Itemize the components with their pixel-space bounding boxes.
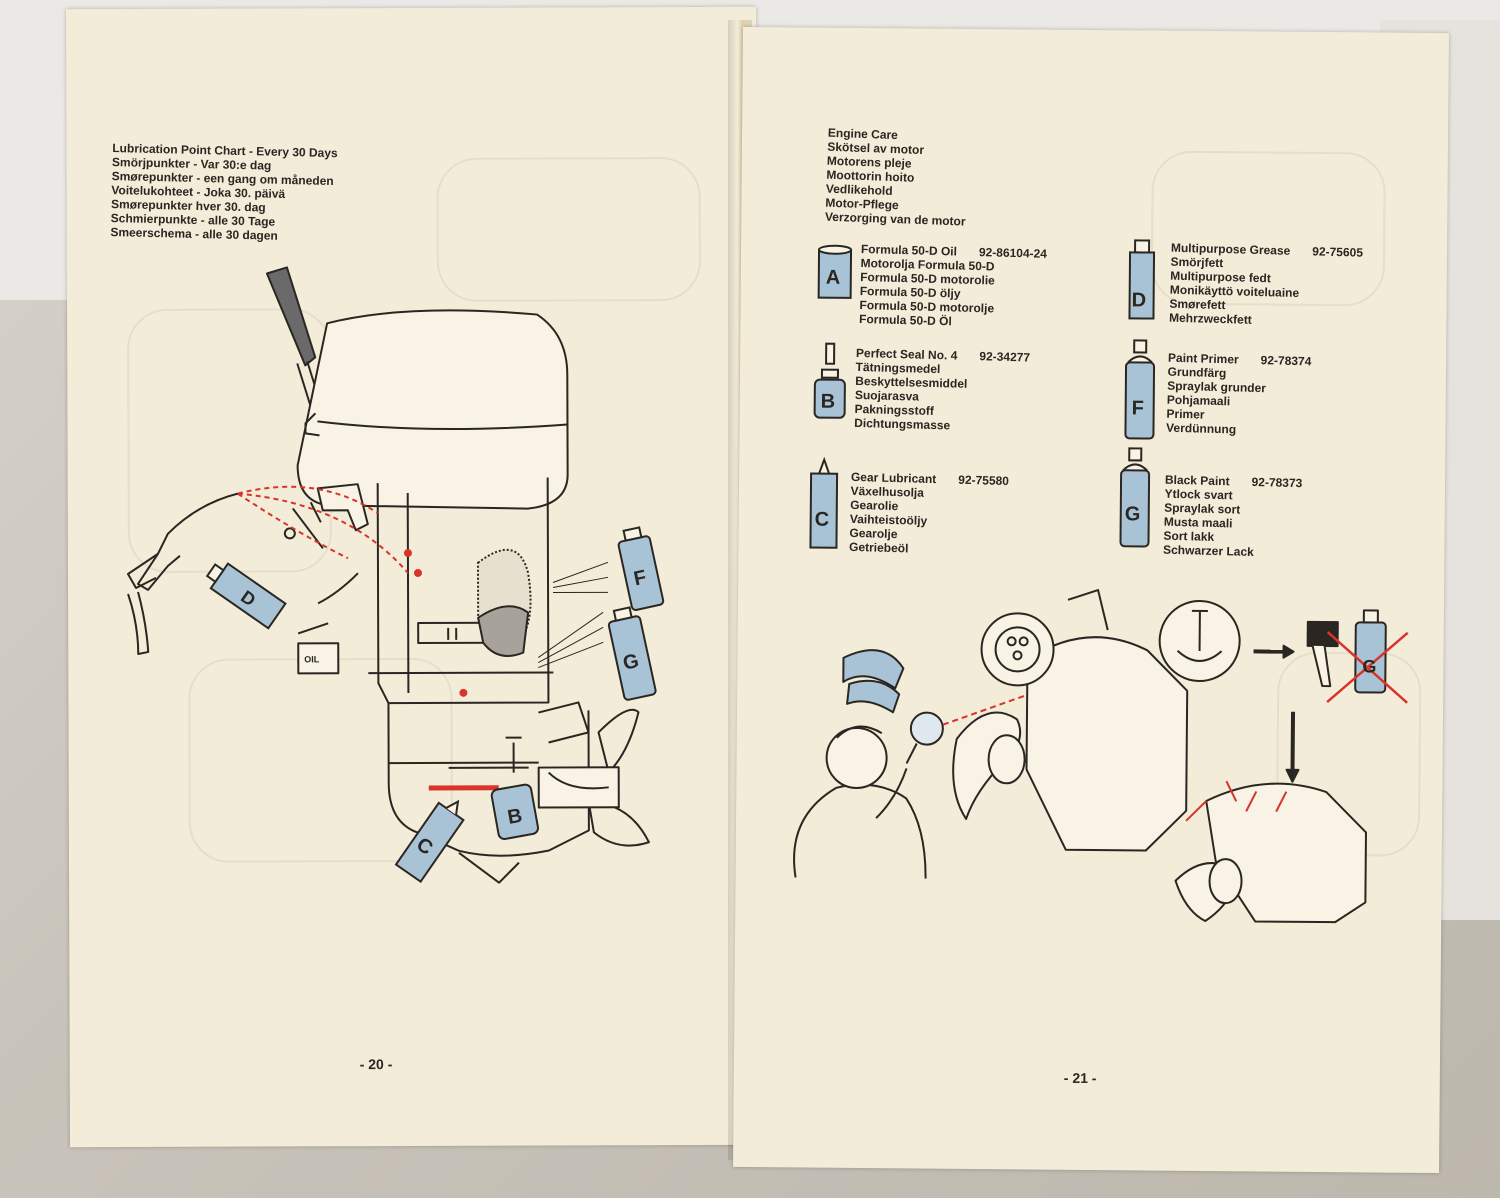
crossed-spray-label: G (1362, 656, 1376, 676)
product-a-can-icon: A (817, 244, 853, 299)
product-d-part: 92-75605 (1312, 244, 1364, 260)
diagram-label-oil: OIL (304, 654, 320, 664)
product-c-tube-icon: C (809, 456, 839, 549)
product-c-part: 92-75580 (958, 472, 1010, 489)
outboard-motor-diagram: D OIL F G C B (126, 266, 665, 884)
product-f-letter: F (1132, 397, 1144, 419)
diagram-label-f: F (632, 566, 649, 590)
product-b-part: 92-34277 (979, 349, 1031, 365)
page-number-left: - 20 - (359, 1056, 393, 1073)
product-b-letter: B (821, 391, 836, 413)
product-b-bottle-icon: B (813, 342, 846, 419)
product-d-letter: D (1132, 289, 1147, 311)
product-f-spray-icon: F (1124, 339, 1156, 440)
page-number-right: - 21 - (1063, 1069, 1097, 1087)
product-g-part: 92-78373 (1251, 474, 1303, 491)
page-right: Engine Care Skötsel av motor Motorens pl… (733, 26, 1449, 1174)
diagram-label-g: G (621, 650, 641, 675)
engine-care-heading: Engine Care Skötsel av motor Motorens pl… (825, 126, 969, 229)
product-f-line: Verdünnung (1165, 420, 1237, 437)
diagram-label-b: B (506, 805, 524, 829)
product-f-part: 92-78374 (1260, 353, 1312, 369)
product-g-letter: G (1125, 503, 1141, 525)
product-g-spray-icon: G (1119, 447, 1151, 548)
product-c-letter: C (815, 509, 830, 531)
product-a-letter: A (826, 267, 841, 289)
product-d-tube-icon: D (1128, 239, 1156, 320)
inspection-illustration: G (793, 589, 1409, 924)
product-g-line: Schwarzer Lack (1162, 542, 1254, 559)
product-c-line: Getriebeöl (848, 539, 909, 556)
page-left: Lubrication Point Chart - Every 30 Days … (66, 6, 760, 1148)
lubrication-chart-heading: Lubrication Point Chart - Every 30 Days … (110, 141, 338, 244)
